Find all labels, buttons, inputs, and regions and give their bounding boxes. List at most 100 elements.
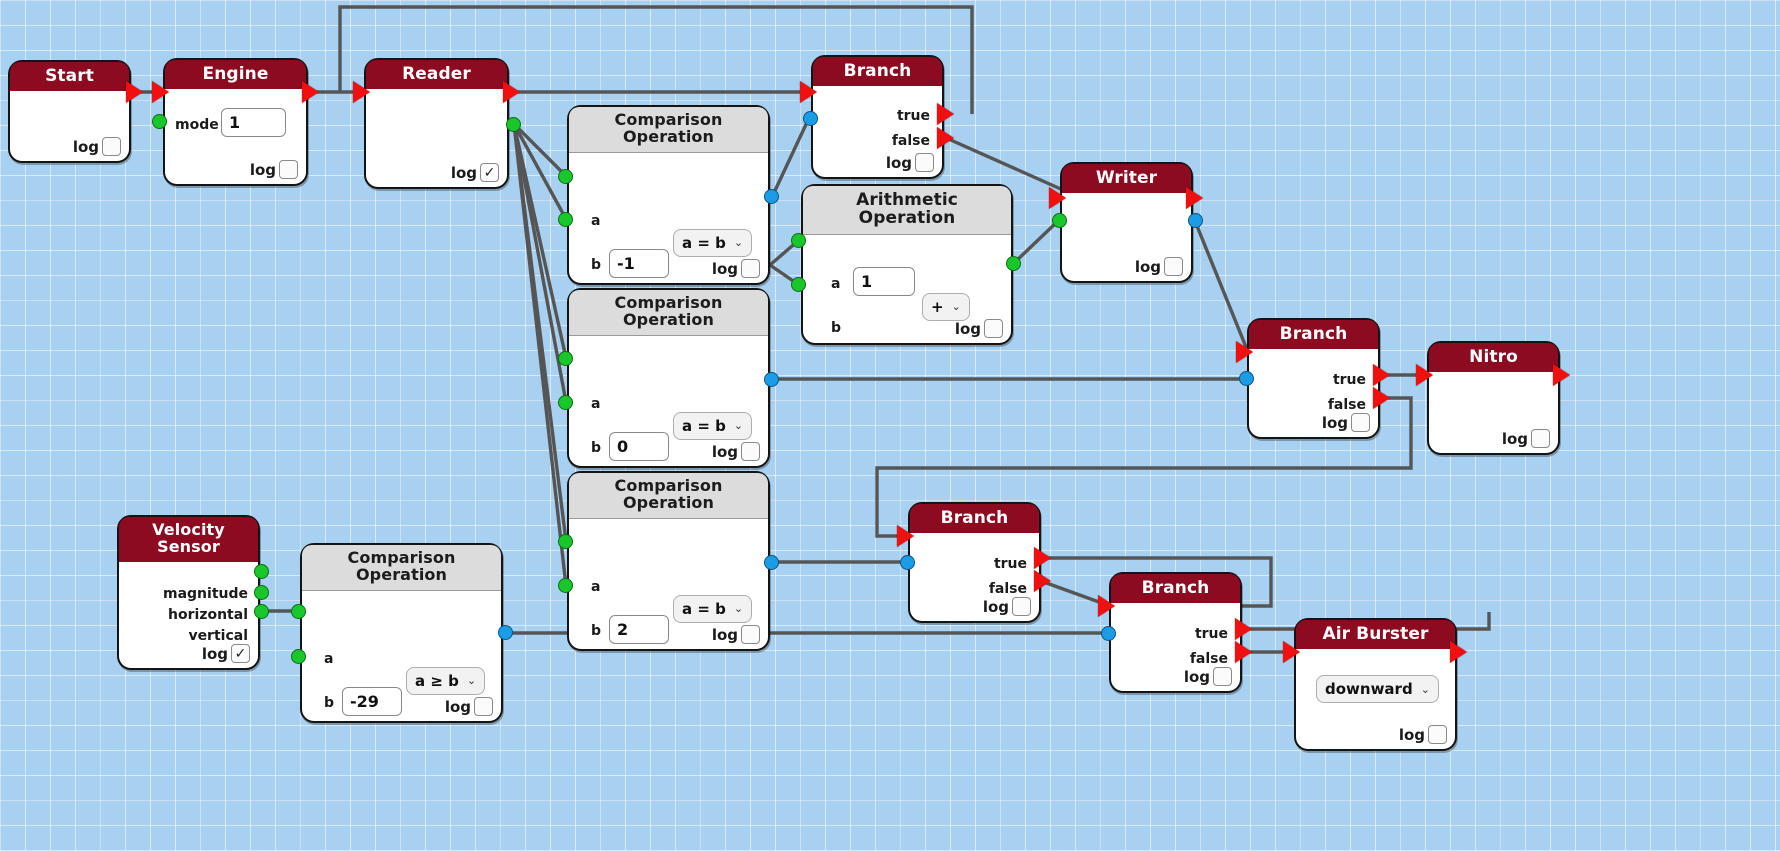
data-in-cmp3-b[interactable] (558, 578, 573, 593)
node-branch-mid[interactable]: Branch true false log (908, 502, 1041, 623)
operator-select[interactable]: a = b ⌄ (673, 228, 753, 257)
node-air-burster[interactable]: Air Burster downward ⌄ log (1294, 618, 1457, 751)
log-checkbox[interactable] (741, 259, 760, 278)
data-in-arith-a[interactable] (791, 233, 806, 248)
exec-in-nitro[interactable] (1416, 364, 1433, 386)
data-in-cmp4-a[interactable] (291, 604, 306, 619)
log-toggle[interactable]: log ✓ (202, 644, 250, 663)
exec-in-branch-right[interactable] (1236, 341, 1253, 363)
data-out-velocity-vertical[interactable] (254, 604, 269, 619)
data-in-branch-top[interactable] (803, 111, 818, 126)
log-checkbox[interactable] (984, 319, 1003, 338)
node-comparison-1[interactable]: Comparison Operation a b a = b ⌄ log (567, 105, 770, 285)
log-toggle[interactable]: log (1184, 667, 1232, 686)
exec-out-writer[interactable] (1186, 187, 1203, 209)
log-toggle[interactable]: log (1399, 725, 1447, 744)
data-in-cmp2-a[interactable] (558, 351, 573, 366)
log-toggle[interactable]: log (445, 697, 493, 716)
data-out-cmp3[interactable] (764, 555, 779, 570)
node-engine[interactable]: Engine mode log (163, 58, 308, 186)
log-toggle[interactable]: log (73, 137, 121, 156)
node-comparison-4[interactable]: Comparison Operation a b a ≥ b ⌄ log (300, 543, 503, 723)
log-checkbox[interactable] (915, 153, 934, 172)
data-out-velocity-horizontal[interactable] (254, 585, 269, 600)
node-comparison-2[interactable]: Comparison Operation a b a = b ⌄ log (567, 288, 770, 468)
exec-out-engine[interactable] (302, 81, 319, 103)
exec-in-engine[interactable] (152, 81, 169, 103)
node-start[interactable]: Start log (8, 60, 131, 163)
log-toggle[interactable]: log (250, 160, 298, 179)
exec-out-branch-low-false[interactable] (1235, 641, 1252, 663)
exec-out-branch-right-false[interactable] (1373, 387, 1390, 409)
b-input[interactable] (609, 431, 669, 461)
data-out-cmp2[interactable] (764, 372, 779, 387)
operator-select[interactable]: a = b ⌄ (673, 411, 753, 440)
data-out-writer[interactable] (1188, 213, 1203, 228)
node-nitro[interactable]: Nitro log (1427, 341, 1560, 455)
exec-out-nitro[interactable] (1553, 364, 1570, 386)
data-out-reader[interactable] (506, 117, 521, 132)
log-toggle[interactable]: log (712, 625, 760, 644)
node-comparison-3[interactable]: Comparison Operation a b a = b ⌄ log (567, 471, 770, 651)
b-input[interactable] (609, 248, 669, 278)
exec-out-start[interactable] (126, 81, 143, 103)
log-toggle[interactable]: log (886, 153, 934, 172)
log-checkbox[interactable] (102, 137, 121, 156)
log-checkbox[interactable] (1428, 725, 1447, 744)
exec-in-reader[interactable] (353, 81, 370, 103)
direction-select[interactable]: downward ⌄ (1316, 675, 1439, 704)
data-in-cmp4-b[interactable] (291, 649, 306, 664)
node-branch-low[interactable]: Branch true false log (1109, 572, 1242, 693)
b-input[interactable] (342, 686, 402, 716)
b-input[interactable] (609, 614, 669, 644)
data-out-arith[interactable] (1006, 256, 1021, 271)
log-toggle[interactable]: log (712, 259, 760, 278)
log-toggle[interactable]: log ✓ (451, 163, 499, 182)
operator-select[interactable]: a = b ⌄ (673, 594, 753, 623)
mode-input[interactable] (221, 108, 286, 138)
log-checkbox[interactable]: ✓ (231, 644, 250, 663)
data-out-cmp1[interactable] (764, 189, 779, 204)
data-in-branch-low[interactable] (1101, 626, 1116, 641)
exec-out-branch-mid-true[interactable] (1034, 547, 1051, 569)
exec-in-writer[interactable] (1049, 187, 1066, 209)
a-input[interactable] (853, 266, 915, 296)
log-toggle[interactable]: log (1322, 413, 1370, 432)
exec-out-branch-mid-false[interactable] (1034, 570, 1051, 592)
data-in-branch-right[interactable] (1239, 371, 1254, 386)
log-toggle[interactable]: log (955, 319, 1003, 338)
log-checkbox[interactable] (1012, 597, 1031, 616)
operator-select[interactable]: + ⌄ (922, 292, 970, 321)
exec-in-branch-low[interactable] (1098, 595, 1115, 617)
data-in-cmp1-b[interactable] (558, 212, 573, 227)
log-checkbox[interactable] (1351, 413, 1370, 432)
log-checkbox[interactable] (1213, 667, 1232, 686)
exec-in-branch-mid[interactable] (897, 525, 914, 547)
exec-in-branch-top[interactable] (800, 81, 817, 103)
log-checkbox[interactable] (1164, 257, 1183, 276)
exec-out-air-burster[interactable] (1450, 641, 1467, 663)
log-toggle[interactable]: log (712, 442, 760, 461)
data-in-branch-mid[interactable] (900, 555, 915, 570)
node-arithmetic-operation[interactable]: Arithmetic Operation a b + ⌄ log (801, 184, 1013, 345)
log-checkbox[interactable] (741, 625, 760, 644)
exec-out-branch-low-true[interactable] (1235, 618, 1252, 640)
exec-out-branch-top-false[interactable] (937, 127, 954, 149)
node-velocity-sensor[interactable]: Velocity Sensor magnitude horizontal ver… (117, 515, 260, 670)
node-branch-right[interactable]: Branch true false log (1247, 318, 1380, 439)
log-checkbox[interactable]: ✓ (480, 163, 499, 182)
data-out-velocity-magnitude[interactable] (254, 564, 269, 579)
log-toggle[interactable]: log (1135, 257, 1183, 276)
log-checkbox[interactable] (741, 442, 760, 461)
log-checkbox[interactable] (279, 160, 298, 179)
log-checkbox[interactable] (1531, 429, 1550, 448)
data-in-arith-b[interactable] (791, 277, 806, 292)
exec-out-reader[interactable] (503, 81, 520, 103)
log-checkbox[interactable] (474, 697, 493, 716)
node-branch-top[interactable]: Branch true false log (811, 55, 944, 179)
data-in-engine-mode[interactable] (152, 114, 167, 129)
exec-in-air-burster[interactable] (1283, 641, 1300, 663)
data-in-cmp2-b[interactable] (558, 395, 573, 410)
node-writer[interactable]: Writer log (1060, 162, 1193, 283)
